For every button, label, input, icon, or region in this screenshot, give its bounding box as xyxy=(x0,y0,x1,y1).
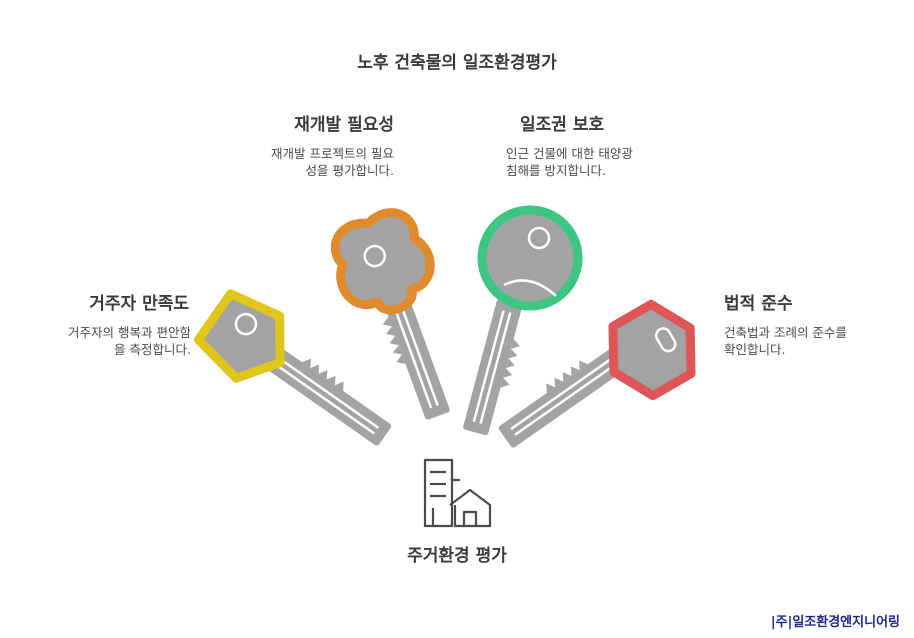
heading-legal-compliance: 법적 준수 xyxy=(724,294,793,314)
key-head-cloud xyxy=(330,208,435,315)
desc-sunlight-rights: 인근 건물에 대한 태양광 침해를 방지합니다. xyxy=(506,146,633,178)
key-blade xyxy=(463,299,522,436)
key-blade xyxy=(255,340,392,446)
key-head-pentagon xyxy=(193,289,285,383)
heading-resident-satisfaction: 거주자 만족도 xyxy=(89,294,189,314)
key-resident-satisfaction xyxy=(193,289,392,446)
desc-redevelopment-need: 재개발 프로젝트의 필요 성을 평가합니다. xyxy=(271,146,394,178)
key-sunlight-rights xyxy=(463,299,522,436)
center-label: 주거환경 평가 xyxy=(407,546,507,566)
building-house-icon xyxy=(423,458,492,528)
diagram-title: 노후 건축물의 일조환경평가 xyxy=(357,53,557,73)
key-blade xyxy=(498,342,635,448)
heading-sunlight-rights: 일조권 보호 xyxy=(520,115,605,135)
key-head-hexagon xyxy=(608,299,696,401)
desc-legal-compliance: 건축법과 조례의 준수를 확인합니다. xyxy=(724,325,847,357)
key-legal-compliance xyxy=(498,342,635,448)
key-redevelopment-need xyxy=(330,208,450,420)
desc-resident-satisfaction: 거주자의 행복과 편안함 을 측정합니다. xyxy=(68,325,191,357)
heading-redevelopment-need: 재개발 필요성 xyxy=(294,115,394,135)
company-watermark: |주|일조환경엔지니어링 xyxy=(770,615,900,630)
key-head-circle xyxy=(477,205,583,311)
